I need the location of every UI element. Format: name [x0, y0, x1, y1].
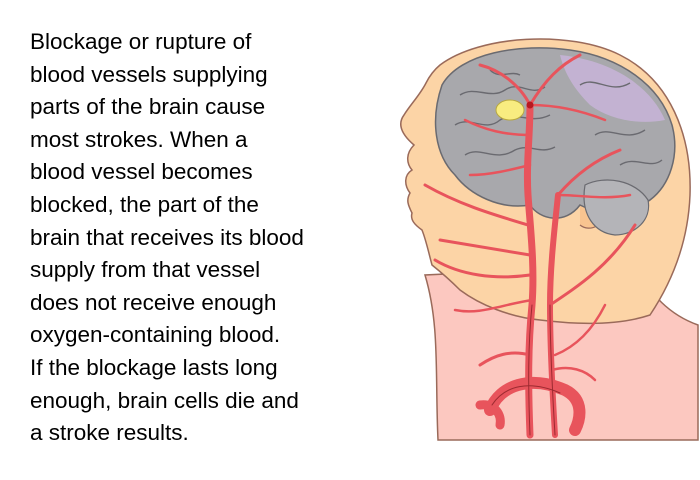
- text-line: most strokes. When a: [30, 126, 248, 152]
- text-line: supply from that vessel: [30, 257, 261, 283]
- text-line: If the blockage lasts long: [30, 354, 278, 380]
- stroke-description: Blockage or rupture of blood vessels sup…: [30, 26, 390, 450]
- text-line: enough, brain cells die and: [30, 387, 299, 413]
- head-brain-vessels-icon: [400, 38, 699, 441]
- text-line: parts of the brain cause: [30, 94, 266, 120]
- vessel-accents: [491, 304, 561, 436]
- text-line: does not receive enough: [30, 289, 277, 315]
- blockage-point: [526, 101, 534, 109]
- cerebellum-shape: [583, 179, 650, 236]
- text-line: blocked, the part of the: [30, 191, 259, 217]
- text-line: blood vessels supplying: [30, 61, 268, 87]
- text-line: oxygen-containing blood.: [30, 322, 281, 348]
- brain-highlight: [560, 55, 665, 122]
- thalamus-highlight: [495, 99, 525, 121]
- text-line: blood vessel becomes: [30, 159, 253, 185]
- text-line: Blockage or rupture of: [30, 29, 252, 54]
- text-line: brain that receives its blood: [30, 224, 304, 250]
- text-line: a stroke results.: [30, 420, 189, 446]
